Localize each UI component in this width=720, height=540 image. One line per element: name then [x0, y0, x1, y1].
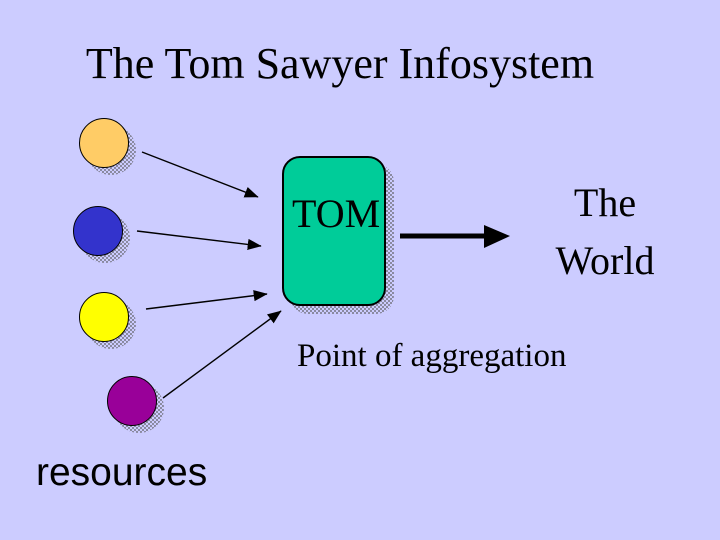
- resource-node-orange: [79, 118, 129, 168]
- world-label-line1: The: [573, 180, 637, 225]
- connector-arrow-blue: [136, 230, 262, 250]
- resource-node-purple: [107, 376, 157, 426]
- connector-arrow-yellow: [145, 290, 268, 310]
- resources-label: resources: [36, 451, 208, 494]
- world-label: The World: [520, 174, 690, 290]
- connector-arrow-purple: [162, 310, 282, 399]
- world-label-line2: World: [555, 238, 655, 283]
- aggregation-caption: Point of aggregation: [297, 338, 567, 374]
- connector-arrow-orange: [141, 151, 259, 198]
- resource-node-yellow: [79, 292, 129, 342]
- tom-box-label: TOM: [292, 191, 381, 236]
- output-arrow: [400, 225, 510, 248]
- resource-node-blue: [73, 206, 123, 256]
- tom-box: TOM: [282, 156, 386, 306]
- slide-title: The Tom Sawyer Infosystem: [85, 39, 595, 88]
